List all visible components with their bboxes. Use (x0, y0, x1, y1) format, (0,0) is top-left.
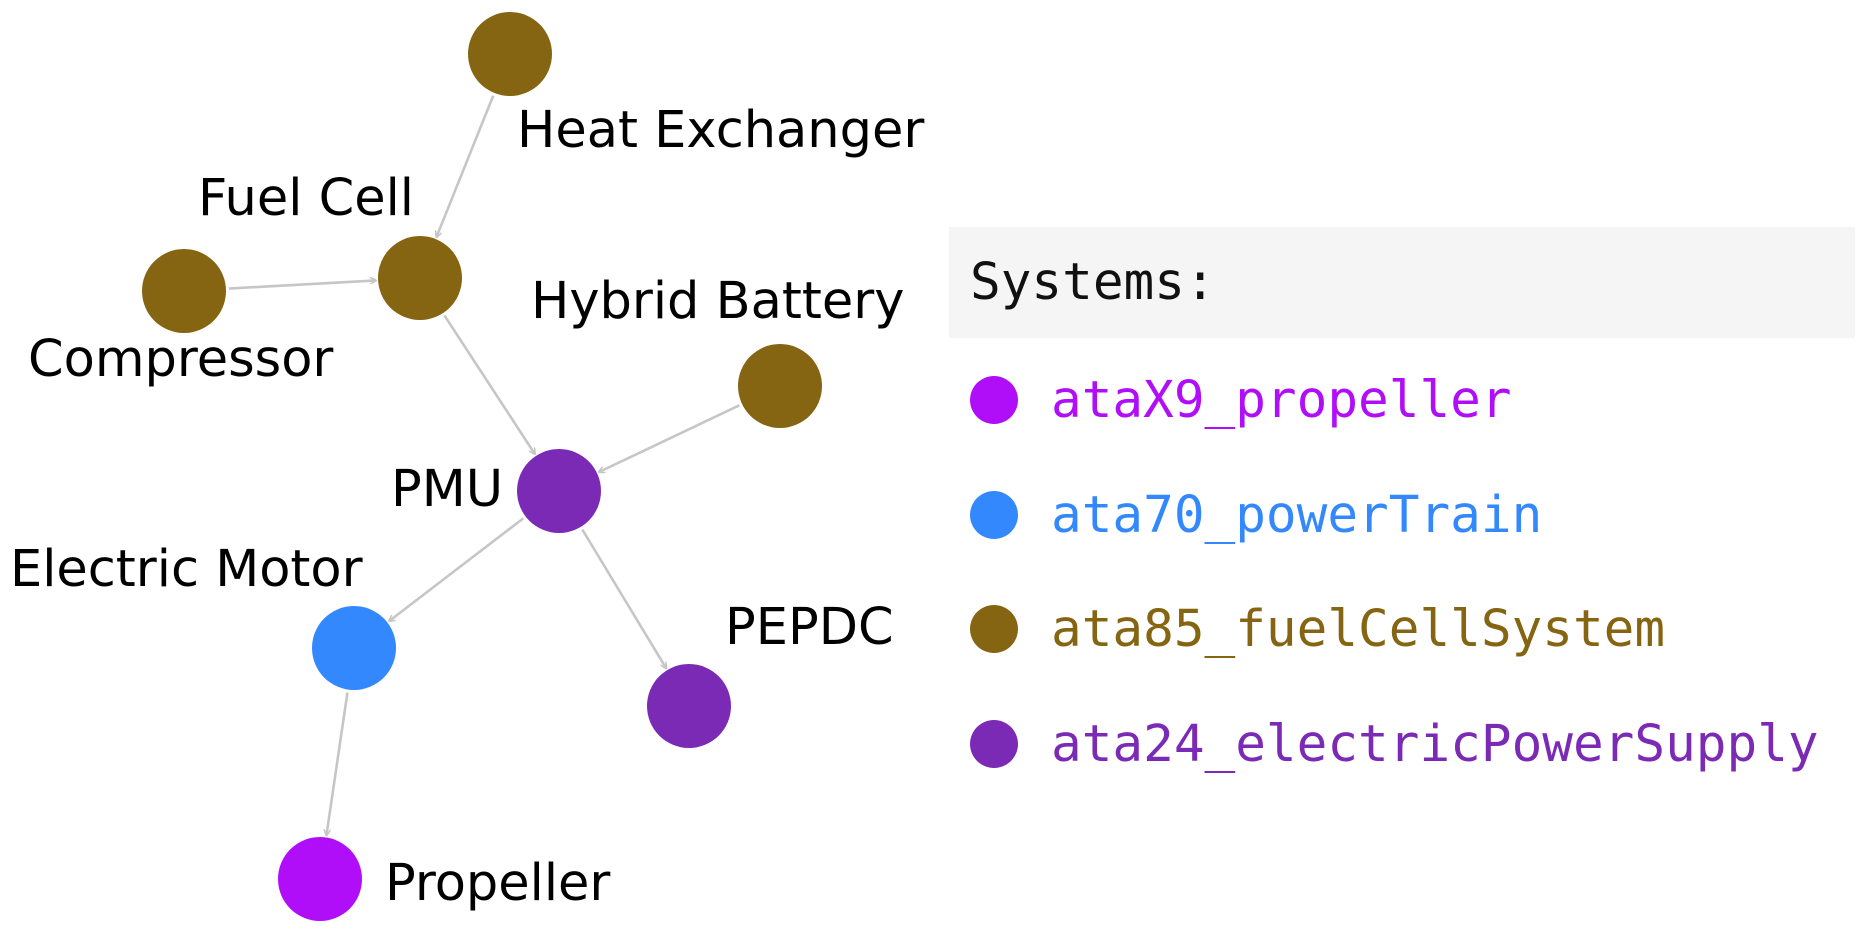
edges (228, 95, 740, 836)
node-pepdc[interactable] (647, 664, 731, 748)
node-compressor[interactable] (142, 249, 226, 333)
edge-electric-motor-to-propeller (326, 692, 349, 836)
node-heat-exchanger[interactable] (468, 12, 552, 96)
node-label-pmu: PMU (391, 460, 503, 519)
edge-compressor-to-fuel-cell (228, 280, 376, 290)
legend-item-ata85-fuelcellsystem: ata85_fuelCellSystem (970, 594, 1665, 664)
legend-color-dot (970, 491, 1018, 539)
node-label-electric-motor: Electric Motor (10, 540, 363, 599)
legend-color-dot (970, 376, 1018, 424)
legend-title: Systems: (949, 227, 1855, 338)
legend-item-label: ata70_powerTrain (1051, 485, 1543, 545)
legend-item-ataX9-propeller: ataX9_propeller (970, 365, 1512, 435)
legend-color-dot (970, 605, 1018, 653)
node-hybrid-battery[interactable] (738, 344, 822, 428)
legend-item-label: ata85_fuelCellSystem (1051, 599, 1666, 659)
legend-item-label: ataX9_propeller (1051, 370, 1512, 430)
edge-fuel-cell-to-pmu (443, 314, 535, 454)
node-label-propeller: Propeller (385, 854, 610, 913)
legend-color-dot (970, 720, 1018, 768)
legend-item-label: ata24_electricPowerSupply (1051, 714, 1819, 774)
node-electric-motor[interactable] (312, 606, 396, 690)
node-fuel-cell[interactable] (378, 236, 462, 320)
edge-pmu-to-pepdc (581, 528, 666, 669)
edge-pmu-to-electric-motor (389, 517, 525, 621)
systems-legend: Systems: ataX9_propeller ata70_powerTrai… (949, 227, 1855, 774)
legend-item-ata70-powertrain: ata70_powerTrain (970, 480, 1542, 550)
edge-heat-exchanger-to-fuel-cell (436, 95, 495, 237)
legend-item-ata24-electricpowersupply: ata24_electricPowerSupply (970, 709, 1819, 779)
node-pmu[interactable] (517, 449, 601, 533)
node-propeller[interactable] (278, 837, 362, 921)
node-label-heat-exchanger: Heat Exchanger (517, 101, 924, 160)
nodes (142, 12, 822, 921)
node-label-compressor: Compressor (28, 330, 333, 389)
edge-hybrid-battery-to-pmu (599, 404, 740, 472)
node-label-hybrid-battery: Hybrid Battery (531, 272, 904, 331)
node-label-pepdc: PEPDC (725, 598, 894, 657)
node-label-fuel-cell: Fuel Cell (198, 169, 414, 228)
